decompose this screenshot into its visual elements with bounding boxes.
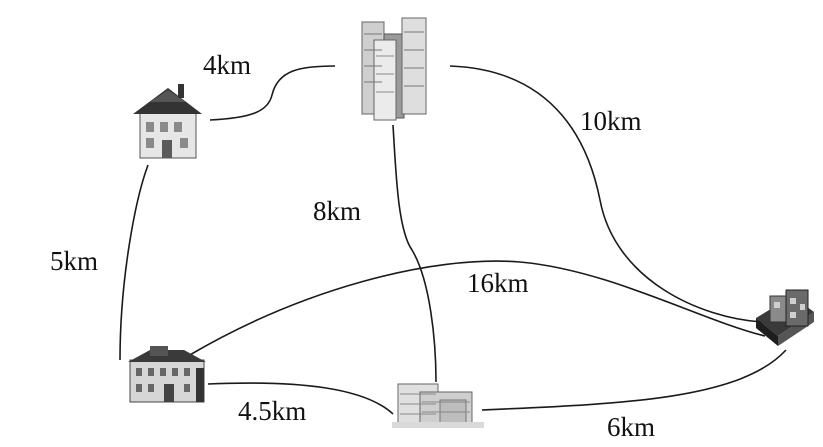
distance-label-house-school: 5km <box>50 246 99 276</box>
route-school-office <box>207 382 394 415</box>
route-tower-office <box>392 124 437 383</box>
distance-label-office-factory: 6km <box>607 412 656 442</box>
distance-label-school-office: 4.5km <box>238 396 307 426</box>
factory-building-icon <box>756 289 814 346</box>
route-school-factory <box>187 260 766 357</box>
distance-label-house-tower: 4km <box>203 50 252 80</box>
route-tower-factory <box>449 65 763 323</box>
office-complex-icon <box>392 383 484 428</box>
route-house-tower <box>209 65 336 121</box>
distance-label-school-factory: 16km <box>467 268 529 298</box>
school-building-icon <box>128 346 206 403</box>
distance-label-tower-office: 8km <box>313 196 362 226</box>
distance-label-tower-factory: 10km <box>580 106 642 136</box>
route-house-school <box>119 164 149 361</box>
house-icon <box>133 84 202 159</box>
tower-block-icon <box>361 17 427 121</box>
route-office-factory <box>481 349 787 411</box>
